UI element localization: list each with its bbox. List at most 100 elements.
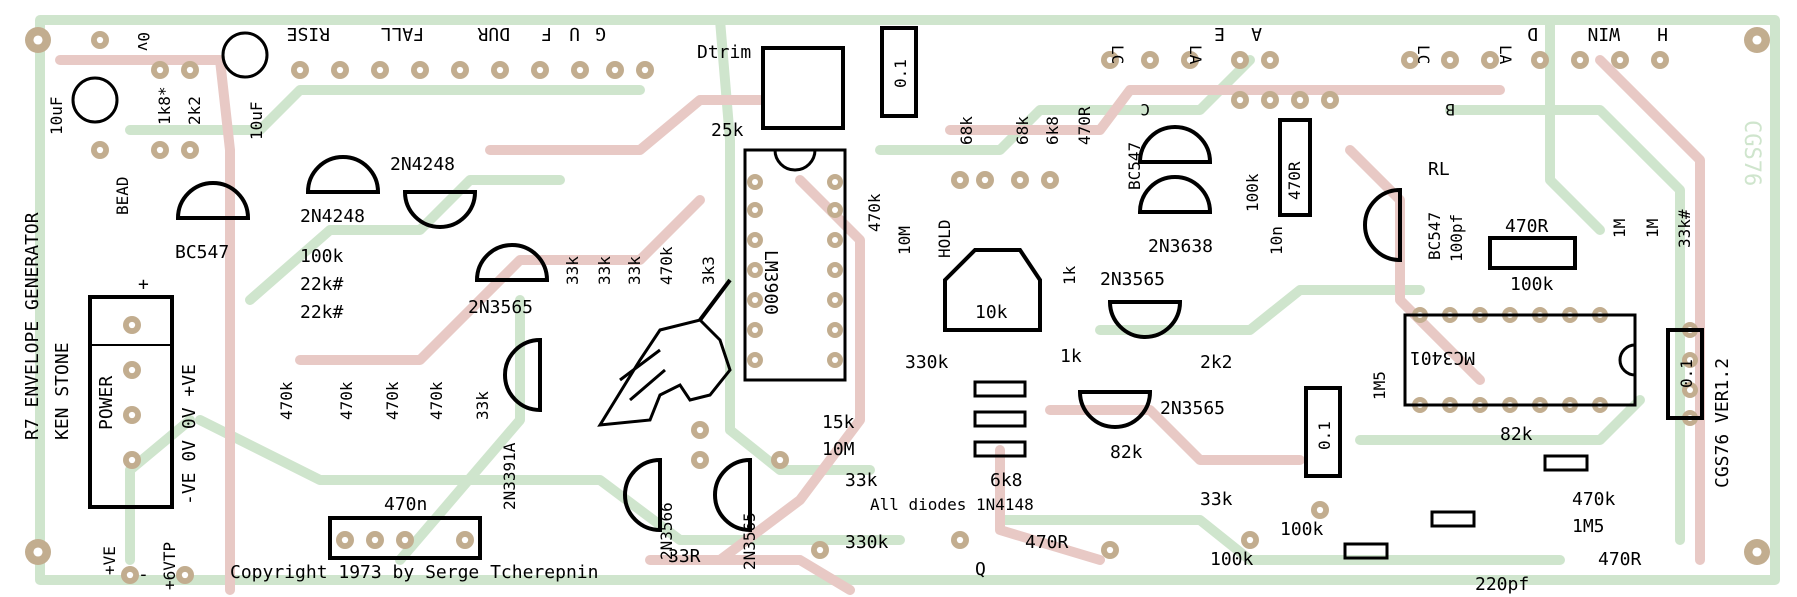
- pad-hole: [126, 571, 134, 579]
- hold-trimmer-body: [943, 248, 1042, 332]
- component-bodies: [71, 26, 1704, 560]
- mirror-version-mark: CGS76: [1739, 120, 1764, 186]
- label-n3565-2: 2N3565: [1100, 269, 1165, 290]
- pad-hole: [1446, 56, 1454, 64]
- label-r470k-e: 470k: [865, 193, 884, 232]
- label-r10m-v: 10M: [895, 226, 914, 255]
- pad-hole: [456, 66, 464, 74]
- label-n3391a: 2N3391A: [500, 442, 519, 510]
- pad-hole: [956, 536, 964, 544]
- pad-hole: [1246, 536, 1254, 544]
- label-r33k-h2: 33k: [1200, 489, 1233, 510]
- label-bc547-2: BC547: [1125, 142, 1144, 190]
- label-r33k-a: 33k: [563, 256, 582, 285]
- pad-hole: [1106, 56, 1114, 64]
- mc3401-ic-outline: [1403, 313, 1637, 407]
- label-r470r-bot: 470R: [1598, 549, 1642, 570]
- pad-hole: [611, 66, 619, 74]
- pad-hole: [1106, 546, 1114, 554]
- pad-hole: [641, 66, 649, 74]
- label-c10n: 10n: [1267, 226, 1286, 255]
- pad-hole: [1406, 56, 1414, 64]
- pad-hole: [1752, 547, 1762, 557]
- label-title-line1: R7 ENVELOPE GENERATOR: [22, 212, 43, 440]
- pad-hole: [96, 36, 104, 44]
- label-g: G: [595, 23, 606, 44]
- cap-01-2-body: [1304, 386, 1342, 478]
- pad-hole: [1266, 56, 1274, 64]
- label-r2k2-top: 2k2: [185, 96, 204, 125]
- label-n3565-1: 2N3565: [468, 297, 533, 318]
- label-r33k-h1: 33k: [845, 470, 878, 491]
- label-version: CGS76 VER1.2: [1712, 358, 1733, 488]
- label-lm3900: LM3900: [760, 250, 781, 315]
- label-la1: LA: [1186, 45, 1205, 65]
- pad-hole: [296, 66, 304, 74]
- pad-hole: [186, 66, 194, 74]
- pad-hole: [832, 357, 838, 363]
- label-r1m-2: 1M: [1643, 219, 1662, 238]
- label-r330k-1: 330k: [905, 352, 949, 373]
- label-pins: -VE 0V 0V +VE: [179, 364, 200, 505]
- label-r22k-2: 22k#: [300, 302, 344, 323]
- pad-hole: [96, 146, 104, 154]
- pad-hole: [461, 536, 469, 544]
- label-r2k2-mid: 2k2: [1200, 352, 1233, 373]
- label-r68k-2: 68k: [1013, 116, 1032, 145]
- label-lc1: LC: [1108, 45, 1127, 64]
- pad-hole: [832, 327, 838, 333]
- label-r100k-b: 100k: [1210, 549, 1254, 570]
- label-u: U: [569, 23, 580, 44]
- lm3900-ic-outline: [743, 148, 847, 382]
- label-c01-3: 0.1: [1677, 359, 1696, 388]
- label-r470k-d: 470k: [657, 246, 676, 285]
- label-bc547-3: BC547: [1425, 212, 1444, 260]
- pad-hole: [156, 66, 164, 74]
- label-la2: LA: [1496, 45, 1515, 65]
- pad-hole: [752, 297, 758, 303]
- label-win: WIN: [1587, 23, 1620, 44]
- label-r1k-1: 1k: [1060, 265, 1079, 285]
- pad-hole: [1687, 357, 1693, 363]
- pad-hole: [336, 66, 344, 74]
- pad-hole: [1296, 96, 1304, 104]
- label-f: F: [541, 23, 552, 44]
- label-hold-val: 10k: [975, 302, 1008, 323]
- label-r470r-v: 470R: [1075, 106, 1094, 145]
- label-r470r-h: 470R: [1025, 532, 1069, 553]
- pad-hole: [33, 547, 43, 557]
- label-r6k8-h: 6k8: [990, 470, 1023, 491]
- pad-hole: [752, 237, 758, 243]
- label-c10uf-1: 10uF: [47, 96, 66, 135]
- label-dtrim: Dtrim: [697, 42, 751, 63]
- cap-01-3-body: [1666, 328, 1704, 420]
- pad-hole: [401, 536, 409, 544]
- pad-hole: [1687, 387, 1693, 393]
- power-connector: [88, 295, 174, 509]
- label-r82k-2: 82k: [1500, 424, 1533, 445]
- label-copyright: Copyright 1973 by Serge Tcherepnin: [230, 562, 598, 583]
- res-470r-right-body: [1488, 236, 1577, 270]
- pad-hole: [1266, 96, 1274, 104]
- pad-hole: [776, 456, 784, 464]
- label-rail-pos: +VE: [100, 546, 119, 575]
- label-n4248-2: 2N4248: [300, 206, 365, 227]
- label-dur: DUR: [477, 23, 510, 44]
- label-n3566: 2N3566: [657, 502, 676, 560]
- pad-hole: [1536, 56, 1544, 64]
- label-c01-1: 0.1: [891, 59, 910, 88]
- pad-hole: [1616, 56, 1624, 64]
- pad-hole: [1146, 56, 1154, 64]
- pads: [25, 27, 1770, 584]
- pad-hole: [128, 456, 136, 464]
- label-r1m-1: 1M: [1610, 219, 1629, 238]
- label-r33k-hash: 33k#: [1675, 209, 1694, 248]
- pad-hole: [1236, 96, 1244, 104]
- label-r3k3: 3k3: [699, 256, 718, 285]
- label-c100pf: 100pf: [1447, 214, 1466, 262]
- pad-hole: [156, 146, 164, 154]
- res-470r-tall-body: [1278, 118, 1312, 217]
- transistor-bodies: [175, 125, 1402, 533]
